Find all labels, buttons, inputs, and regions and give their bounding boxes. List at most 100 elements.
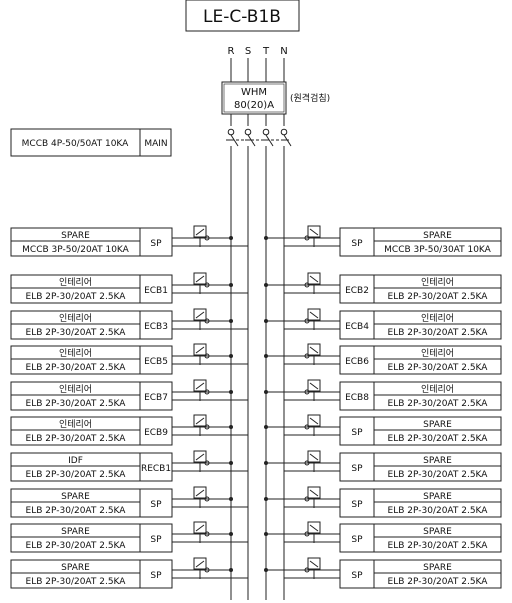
- right-elb-blade-1: [309, 275, 319, 283]
- phase-label-s: S: [245, 46, 251, 57]
- right-circuit-tag-3: ECB6: [345, 357, 369, 367]
- left-circuit-name-8: SPARE: [61, 527, 90, 537]
- right-circuit-name-1: 인테리어: [421, 277, 454, 288]
- right-circuit-name-0: SPARE: [423, 231, 452, 241]
- left-circuit-name-4: 인테리어: [59, 384, 92, 395]
- left-circuit-spec-8: ELB 2P-30/20AT 2.5KA: [26, 541, 127, 551]
- left-elb-blade-0: [195, 228, 205, 236]
- left-tap-1: [229, 283, 233, 287]
- left-circuit-spec-0: MCCB 3P-50/20AT 10KA: [22, 245, 130, 255]
- right-tap-6: [264, 461, 268, 465]
- left-circuit-tag-9: SP: [150, 571, 162, 581]
- left-tap-5: [229, 425, 233, 429]
- left-elb-contact-7: [204, 496, 210, 502]
- right-circuit-box-3: [339, 345, 502, 375]
- right-circuit-tag-4: ECB8: [345, 393, 369, 403]
- meter-rating: 80(20)A: [234, 100, 274, 111]
- right-circuit-spec-4: ELB 2P-30/20AT 2.5KA: [388, 399, 489, 409]
- right-circuit-box-8: [339, 523, 502, 553]
- left-circuit-box-0: [10, 227, 173, 257]
- main-contact-top-1: [244, 128, 252, 136]
- right-circuit-box-7: [339, 488, 502, 518]
- right-elb-blade-4: [309, 382, 319, 390]
- bus-lines: [230, 58, 285, 600]
- left-circuit-tag-0: SP: [150, 239, 162, 249]
- left-circuit-name-1: 인테리어: [59, 277, 92, 288]
- left-circuit-4: 인테리어 ELB 2P-30/20AT 2.5KA ECB7: [10, 379, 248, 411]
- main-breaker-spec: MCCB 4P-50/50AT 10KA: [22, 139, 130, 149]
- left-circuit-spec-7: ELB 2P-30/20AT 2.5KA: [26, 506, 127, 516]
- right-elb-contact-3: [304, 353, 310, 359]
- phase-label-n: N: [280, 46, 287, 57]
- phase-label-r: R: [228, 46, 235, 57]
- meter-label: WHM: [241, 87, 267, 98]
- right-circuit-box-2: [339, 310, 502, 340]
- right-elb-blade-8: [309, 524, 319, 532]
- left-elb-contact-1: [204, 282, 210, 288]
- meter-note: (원격검침): [290, 92, 330, 104]
- left-elb-blade-5: [195, 417, 205, 425]
- meter-box: [221, 81, 287, 115]
- main-contact-top-0: [227, 128, 235, 136]
- left-circuit-name-5: 인테리어: [59, 419, 92, 430]
- right-circuit-spec-9: ELB 2P-30/20AT 2.5KA: [388, 577, 489, 587]
- right-circuit-spec-6: ELB 2P-30/20AT 2.5KA: [388, 470, 489, 480]
- title-box: [185, 0, 300, 32]
- left-tap-0: [229, 236, 233, 240]
- right-elb-contact-4: [304, 389, 310, 395]
- right-elb-blade-2: [309, 311, 319, 319]
- left-circuit-name-3: 인테리어: [59, 348, 92, 359]
- left-tap-2: [229, 319, 233, 323]
- left-circuit-tag-2: ECB3: [144, 322, 168, 332]
- right-circuit-tag-6: SP: [351, 464, 363, 474]
- left-tap-6: [229, 461, 233, 465]
- left-circuit-box-8: [10, 523, 173, 553]
- right-tap-9: [264, 568, 268, 572]
- right-tap-0: [264, 236, 268, 240]
- main-breaker-box: [10, 128, 172, 157]
- left-circuit-tag-4: ECB7: [144, 393, 168, 403]
- right-tap-7: [264, 497, 268, 501]
- right-circuit-spec-0: MCCB 3P-50/30AT 10KA: [384, 245, 492, 255]
- right-tap-5: [264, 425, 268, 429]
- right-circuit-box-1: [339, 274, 502, 304]
- right-circuit-spec-5: ELB 2P-30/20AT 2.5KA: [388, 434, 489, 444]
- left-circuit-box-2: [10, 310, 173, 340]
- right-tap-4: [264, 390, 268, 394]
- left-circuit-name-7: SPARE: [61, 492, 90, 502]
- left-circuit-spec-1: ELB 2P-30/20AT 2.5KA: [26, 292, 127, 302]
- left-circuit-name-2: 인테리어: [59, 313, 92, 324]
- right-circuit-tag-5: SP: [351, 428, 363, 438]
- left-elb-contact-3: [204, 353, 210, 359]
- left-elb-contact-6: [204, 460, 210, 466]
- right-circuit-tag-1: ECB2: [345, 286, 369, 296]
- right-tap-1: [264, 283, 268, 287]
- left-circuit-box-1: [10, 274, 173, 304]
- left-elb-blade-9: [195, 560, 205, 568]
- main-breaker-symbol: [226, 128, 292, 147]
- right-elb-blade-7: [309, 489, 319, 497]
- left-circuit-spec-4: ELB 2P-30/20AT 2.5KA: [26, 399, 127, 409]
- left-elb-contact-9: [204, 567, 210, 573]
- left-elb-blade-7: [195, 489, 205, 497]
- right-elb-contact-6: [304, 460, 310, 466]
- main-blade-2: [265, 134, 274, 147]
- left-circuit-name-9: SPARE: [61, 563, 90, 573]
- left-circuit-box-3: [10, 345, 173, 375]
- left-circuit-box-6: [10, 452, 173, 482]
- left-circuit-box-7: [10, 488, 173, 518]
- right-circuit-tag-8: SP: [351, 535, 363, 545]
